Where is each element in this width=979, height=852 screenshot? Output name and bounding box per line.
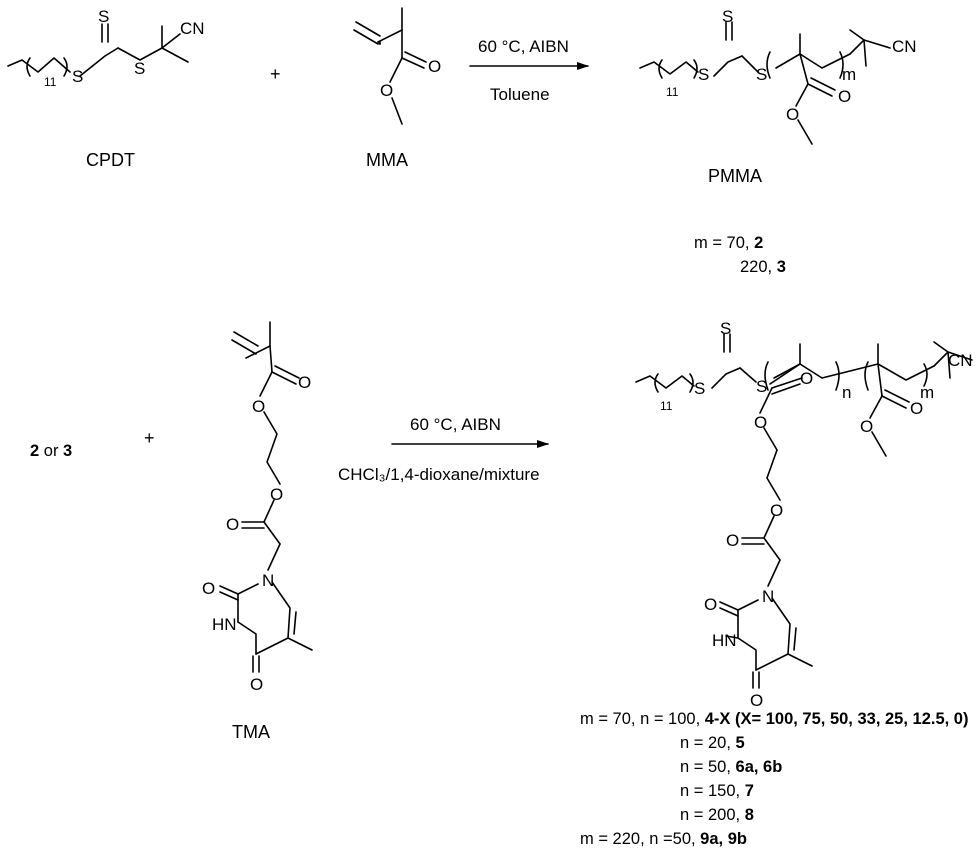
block-product-row: n = 20, 5	[680, 734, 745, 752]
cpdt-cn-label: CN	[180, 19, 205, 38]
block-pmma-ester-o-label: O	[860, 417, 873, 436]
block-product-row: m = 220, n =50, 9a, 9b	[580, 830, 747, 848]
tma-n1-label: N	[262, 571, 274, 590]
reaction2-condition-bottom: CHCl₃/1,4-dioxane/mixture	[338, 465, 540, 484]
tma-carbonyl-o-label: O	[298, 373, 311, 392]
cpdt-repeat-label: 11	[44, 75, 57, 89]
mma-ester-o-label: O	[380, 81, 393, 100]
block-repeat-m-label: m	[920, 383, 934, 402]
pmma-repeat-m-label: m	[842, 65, 856, 84]
tma-structure: O O O O N O HN O	[202, 321, 313, 694]
block-tma-nh-label: HN	[712, 631, 737, 650]
block-s1-label: S	[694, 379, 705, 398]
pmma-name: PMMA	[708, 166, 762, 186]
block-repeat-n-label: n	[842, 383, 851, 402]
tma-name: TMA	[232, 722, 270, 742]
block-product-row: n = 150, 7	[680, 782, 754, 800]
cpdt-s2-label: S	[134, 59, 145, 78]
pmma-s-thione-label: S	[722, 7, 733, 26]
block-tma-c4-o-label: O	[750, 691, 763, 710]
mma-structure: O O	[353, 7, 441, 125]
block-tma-acetate-o-label: O	[726, 531, 739, 550]
mma-name: MMA	[366, 150, 408, 170]
macro-cta-reactants: 2 or 3	[30, 442, 72, 460]
block-tma-ester-o1-label: O	[754, 413, 767, 432]
tma-c2-o-label: O	[202, 579, 215, 598]
tma-ester-o1-label: O	[252, 397, 265, 416]
tma-nh-label: HN	[212, 615, 237, 634]
pmma-repeat-11-label: 11	[666, 85, 679, 99]
pmma-product-list: m = 70, 2 220, 3	[694, 234, 786, 276]
block-copolymer-structure: S S S CN 11 n m O O O O O O N O HN O	[635, 319, 973, 710]
plus-sign-1: +	[270, 64, 281, 84]
pmma-ester-o-label: O	[786, 105, 799, 124]
pmma-carbonyl-o-label: O	[838, 87, 851, 106]
block-product-row: n = 50, 6a, 6b	[680, 758, 782, 776]
reaction2-condition-top: 60 °C, AIBN	[410, 415, 501, 434]
pmma-cn-label: CN	[892, 37, 917, 56]
pmma-product-row: 220, 3	[740, 258, 786, 276]
block-s2-label: S	[756, 377, 767, 396]
cpdt-structure: S S S CN 11	[7, 7, 205, 89]
tma-c4-o-label: O	[250, 675, 263, 694]
block-repeat-11-label: 11	[660, 399, 673, 413]
block-cn-label: CN	[948, 351, 973, 370]
pmma-structure: S S S CN O O 11 m	[639, 7, 917, 145]
mma-carbonyl-o-label: O	[428, 57, 441, 76]
block-s-thione-label: S	[720, 319, 731, 338]
block-tma-ester-o2-label: O	[770, 501, 783, 520]
reaction1-condition-bottom: Toluene	[490, 85, 550, 104]
tma-acetate-o-label: O	[226, 515, 239, 534]
block-product-list: m = 70, n = 100, 4-X (X= 100, 75, 50, 33…	[580, 710, 968, 848]
block-pmma-carbonyl-o-label: O	[910, 399, 923, 418]
reaction1-condition-top: 60 °C, AIBN	[478, 37, 569, 56]
pmma-product-row: m = 70, 2	[694, 234, 763, 252]
cpdt-s1-label: S	[72, 67, 83, 86]
pmma-s2-label: S	[756, 65, 767, 84]
plus-sign-2: +	[144, 428, 155, 448]
cpdt-s-thione-label: S	[98, 7, 109, 26]
cpdt-name: CPDT	[86, 150, 135, 170]
tma-ester-o2-label: O	[270, 485, 283, 504]
block-tma-c2-o-label: O	[704, 595, 717, 614]
block-product-row: n = 200, 8	[680, 806, 754, 824]
block-tma-carbonyl-o-label: O	[800, 369, 813, 388]
block-tma-n1-label: N	[762, 587, 774, 606]
pmma-s1-label: S	[698, 65, 709, 84]
block-product-row: m = 70, n = 100, 4-X (X= 100, 75, 50, 33…	[580, 710, 968, 728]
